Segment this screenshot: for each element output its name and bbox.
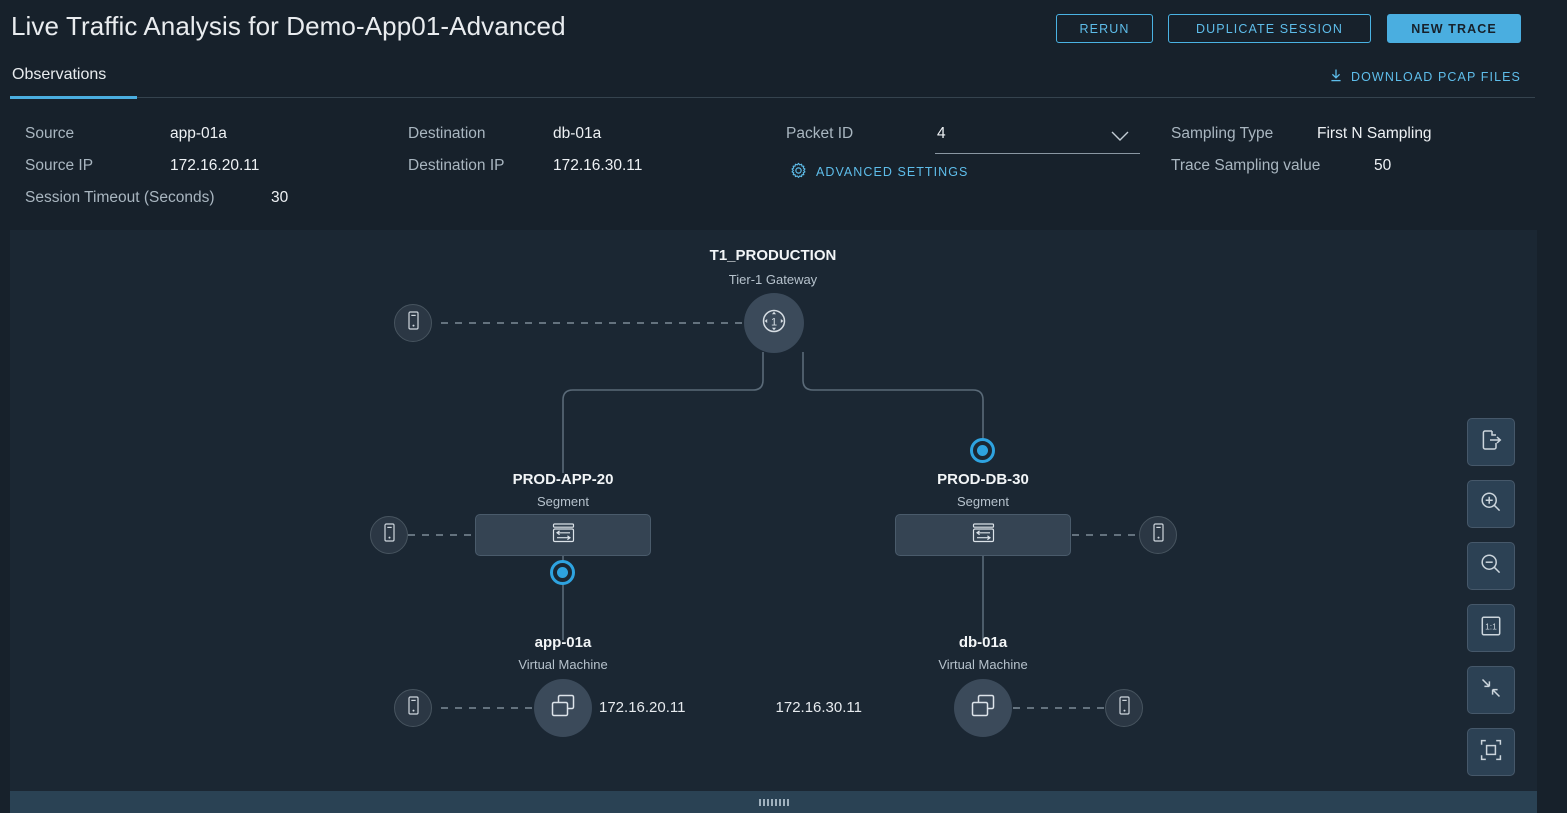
advanced-settings-label: ADVANCED SETTINGS xyxy=(816,165,969,179)
packet-id-select[interactable]: 4 xyxy=(935,124,1140,154)
page-title: Live Traffic Analysis for Demo-App01-Adv… xyxy=(11,11,566,41)
destination-ip-value: 172.16.30.11 xyxy=(553,157,643,174)
segment-app-title: PROD-APP-20 xyxy=(512,471,614,488)
tier1-gateway-icon: 1 xyxy=(757,304,791,343)
zoom-in-button[interactable] xyxy=(1467,480,1515,528)
trace-sampling-label: Trace Sampling value xyxy=(1171,157,1321,174)
session-timeout-label: Session Timeout (Seconds) xyxy=(25,189,215,206)
fit-to-screen-icon xyxy=(1478,675,1504,706)
export-icon-button[interactable] xyxy=(1467,418,1515,466)
segment-db-title: PROD-DB-30 xyxy=(937,471,1029,488)
gateway-subtitle: Tier-1 Gateway xyxy=(728,272,818,287)
zoom-reset-icon: 1:1 xyxy=(1478,613,1504,644)
segment-switch-icon xyxy=(971,522,996,549)
segment-switch-icon xyxy=(551,522,576,549)
virtual-machine-icon xyxy=(548,691,578,726)
destination-value: db-01a xyxy=(553,125,602,142)
active-tab-underline xyxy=(10,96,137,99)
destination-ip-label: Destination IP xyxy=(408,157,505,174)
resize-grip-handle xyxy=(758,798,789,806)
source-label: Source xyxy=(25,125,75,142)
download-icon xyxy=(1329,68,1343,86)
segment-app-node[interactable] xyxy=(475,514,651,556)
segment-db-subtitle: Segment xyxy=(956,494,1010,509)
session-timeout-value: 30 xyxy=(271,189,289,206)
new-trace-button[interactable]: NEW TRACE xyxy=(1387,14,1521,43)
packet-id-label: Packet ID xyxy=(786,125,854,142)
session-info-panel: Source app-01a Source IP 172.16.20.11 Se… xyxy=(0,104,1567,224)
source-ip-value: 172.16.20.11 xyxy=(170,157,260,174)
rerun-button[interactable]: RERUN xyxy=(1056,14,1153,43)
fit-to-screen-button[interactable] xyxy=(1467,666,1515,714)
zoom-out-icon xyxy=(1478,551,1504,582)
server-device-icon xyxy=(406,696,421,720)
trace-sampling-value: 50 xyxy=(1374,157,1392,174)
vm-db-title: db-01a xyxy=(958,634,1008,651)
duplicate-session-button[interactable]: DUPLICATE SESSION xyxy=(1168,14,1371,43)
vm-db-ip-label: 172.16.30.11 xyxy=(775,699,862,716)
server-device-icon xyxy=(382,523,397,547)
segment-db-observation-marker[interactable] xyxy=(970,438,995,463)
svg-text:1:1: 1:1 xyxy=(1485,621,1497,631)
advanced-settings-button[interactable]: ADVANCED SETTINGS xyxy=(790,162,968,182)
fullscreen-button[interactable] xyxy=(1467,728,1515,776)
vm-app-title: app-01a xyxy=(534,634,592,651)
sampling-type-value: First N Sampling xyxy=(1317,125,1432,142)
gateway-title: T1_PRODUCTION xyxy=(709,247,837,264)
gateway-peer-device[interactable] xyxy=(394,304,432,342)
vm-db-peer-device[interactable] xyxy=(1105,689,1143,727)
download-pcap-files-button[interactable]: DOWNLOAD PCAP FILES xyxy=(1329,68,1521,86)
gateway-node[interactable]: 1 xyxy=(744,293,804,353)
server-device-icon xyxy=(1117,696,1132,720)
server-device-icon xyxy=(406,311,421,335)
source-value: app-01a xyxy=(170,125,227,142)
tab-bar: Observations DOWNLOAD PCAP FILES xyxy=(0,60,1567,104)
svg-text:1: 1 xyxy=(771,316,777,328)
vm-app-node[interactable] xyxy=(534,679,592,737)
topology-canvas[interactable]: T1_PRODUCTION Tier-1 Gateway 1 PROD-APP-… xyxy=(10,230,1537,791)
segment-app-peer-device[interactable] xyxy=(370,516,408,554)
segment-db-node[interactable] xyxy=(895,514,1071,556)
zoom-reset-button[interactable]: 1:1 xyxy=(1467,604,1515,652)
packet-id-value: 4 xyxy=(937,125,946,142)
panel-resize-handle[interactable] xyxy=(10,791,1537,813)
zoom-out-button[interactable] xyxy=(1467,542,1515,590)
source-ip-label: Source IP xyxy=(25,157,94,174)
download-pcap-label: DOWNLOAD PCAP FILES xyxy=(1350,70,1521,84)
vm-db-node[interactable] xyxy=(954,679,1012,737)
segment-app-observation-marker[interactable] xyxy=(550,560,575,585)
fullscreen-icon xyxy=(1478,737,1504,768)
gear-icon xyxy=(790,162,807,182)
vm-app-peer-device[interactable] xyxy=(394,689,432,727)
vm-app-subtitle: Virtual Machine xyxy=(518,657,608,672)
segment-app-subtitle: Segment xyxy=(536,494,590,509)
vm-app-ip-label: 172.16.20.11 xyxy=(599,699,686,716)
virtual-machine-icon xyxy=(968,691,998,726)
tab-bar-divider xyxy=(137,97,1535,98)
chevron-down-icon xyxy=(1110,130,1130,148)
zoom-in-icon xyxy=(1478,489,1504,520)
destination-label: Destination xyxy=(408,125,486,142)
vm-db-subtitle: Virtual Machine xyxy=(938,657,1028,672)
sampling-type-label: Sampling Type xyxy=(1171,125,1274,142)
canvas-toolbar: 1:1 xyxy=(1467,418,1515,790)
tab-observations[interactable]: Observations xyxy=(12,66,107,83)
export-icon xyxy=(1478,427,1504,458)
segment-db-peer-device[interactable] xyxy=(1139,516,1177,554)
app-header: Live Traffic Analysis for Demo-App01-Adv… xyxy=(0,0,1567,60)
server-device-icon xyxy=(1151,523,1166,547)
